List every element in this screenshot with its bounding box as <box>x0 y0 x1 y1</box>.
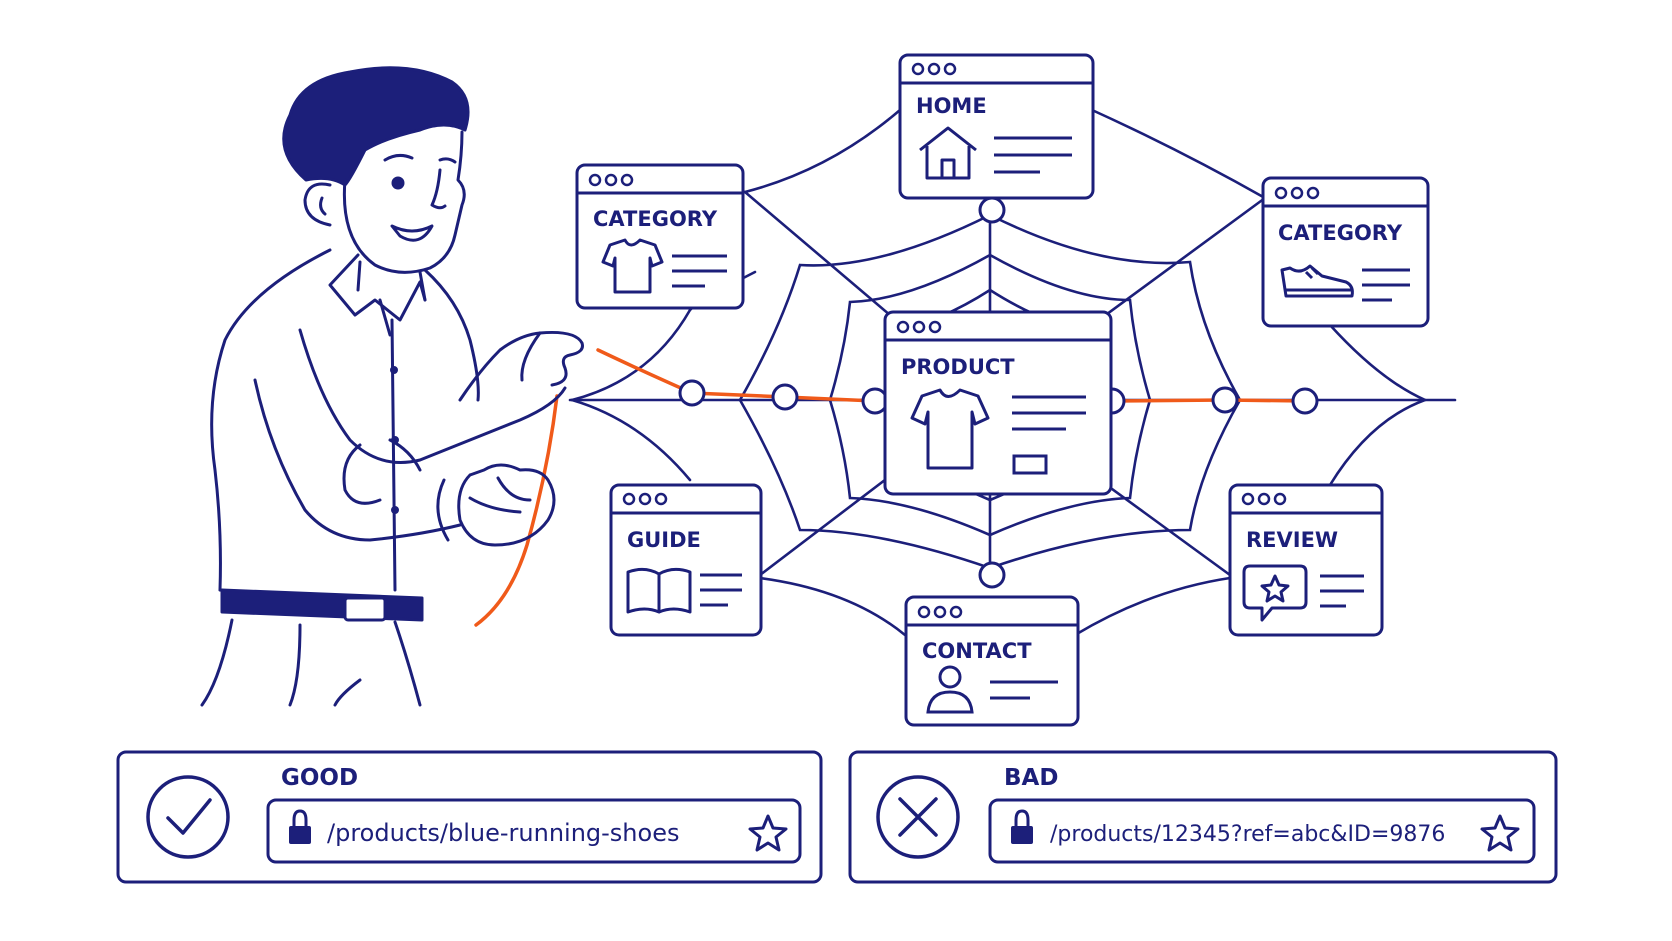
page-title-category-left: CATEGORY <box>593 207 718 231</box>
page-card-contact: CONTACT <box>904 595 1080 727</box>
book-icon <box>626 567 692 614</box>
bookmark-star-icon[interactable] <box>1480 814 1520 852</box>
star-chat-icon <box>1242 564 1308 622</box>
tshirt-icon <box>601 238 664 294</box>
hair <box>282 66 470 187</box>
house-icon <box>919 126 977 180</box>
page-title-home: HOME <box>916 94 987 118</box>
tshirt-icon <box>910 388 990 470</box>
good-url-bar[interactable] <box>266 798 802 864</box>
bad-label: BAD <box>1004 765 1058 791</box>
bookmark-star-icon[interactable] <box>748 814 788 852</box>
checkmark-icon <box>146 775 230 859</box>
person-illustration <box>200 66 584 707</box>
page-title-category-right: CATEGORY <box>1278 221 1403 245</box>
bad-url-text: /products/12345?ref=abc&ID=9876 <box>1050 822 1445 847</box>
lock-icon <box>289 809 311 844</box>
bad-url-bar[interactable] <box>988 798 1536 864</box>
page-card-home: HOME <box>898 53 1095 200</box>
bad-url-example: BAD /products/12345?ref=abc&ID=9876 <box>848 750 1558 884</box>
web-nodes <box>678 196 1319 589</box>
page-card-review: REVIEW <box>1228 483 1384 637</box>
good-url-example: GOOD /products/blue-running-shoes <box>116 750 823 884</box>
page-card-category-right: CATEGORY <box>1261 176 1430 328</box>
person-icon <box>926 665 974 714</box>
page-title-guide: GUIDE <box>627 528 701 552</box>
good-label: GOOD <box>281 765 358 791</box>
page-card-category-left: CATEGORY <box>575 163 745 310</box>
cross-icon <box>876 775 960 859</box>
page-title-review: REVIEW <box>1246 528 1338 552</box>
page-title-contact: CONTACT <box>922 639 1032 663</box>
sneaker-icon <box>1280 264 1354 298</box>
page-title-product: PRODUCT <box>901 355 1015 379</box>
page-card-guide: GUIDE <box>609 483 763 637</box>
good-url-text: /products/blue-running-shoes <box>327 819 679 847</box>
page-card-product: PRODUCT <box>883 310 1113 496</box>
lock-icon <box>1011 809 1033 844</box>
